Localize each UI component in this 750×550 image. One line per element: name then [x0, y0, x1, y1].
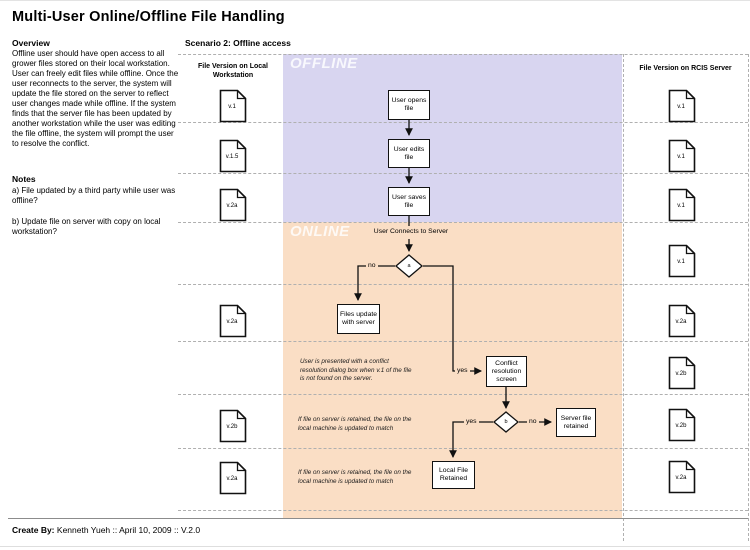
row-divider	[178, 284, 748, 285]
local-file-icon: v.2a	[219, 461, 247, 495]
row-divider	[178, 54, 748, 55]
node-local-file-retained: Local File Retained	[432, 461, 475, 489]
node-user-edits-file: User edits file	[388, 139, 430, 168]
document-icon	[219, 461, 247, 495]
server-file-icon: v.1	[668, 89, 696, 123]
document-icon	[668, 408, 696, 442]
page-title: Multi-User Online/Offline File Handling	[12, 9, 285, 25]
local-file-icon: v.1	[219, 89, 247, 123]
server-column-header: File Version on RCIS Server	[639, 65, 732, 72]
node-conflict-resolution-screen: Conflict resolution screen	[486, 356, 527, 387]
row-divider	[178, 122, 748, 123]
document-icon	[668, 304, 696, 338]
notes-heading: Notes	[12, 174, 36, 184]
label-b-no: no	[527, 418, 539, 425]
local-file-icon: v.1.5	[219, 139, 247, 173]
annotation-conflict-dialog: User is presented with a conflict resolu…	[300, 358, 412, 382]
local-column-header: File Version on Local Workstation	[197, 63, 269, 79]
server-column-border-left	[623, 54, 624, 541]
node-user-saves-file: User saves file	[388, 187, 430, 216]
server-file-icon: v.2b	[668, 356, 696, 390]
server-file-icon: v.1	[668, 188, 696, 222]
document-icon	[219, 409, 247, 443]
local-file-icon: v.2a	[219, 188, 247, 222]
document-icon	[668, 188, 696, 222]
row-divider	[178, 341, 748, 342]
label-user-connects-to-server: User Connects to Server	[359, 228, 463, 235]
server-file-icon: v.2a	[668, 460, 696, 494]
node-files-update-with-server: Files update with server	[337, 304, 380, 334]
decision-a-letter: a	[407, 263, 411, 269]
document-icon	[668, 356, 696, 390]
offline-zone-label: OFFLINE	[290, 55, 358, 72]
row-divider	[178, 173, 748, 174]
server-column-border-right	[748, 54, 749, 541]
offline-zone: OFFLINE	[283, 54, 622, 222]
footer-credit-label: Create By:	[12, 525, 55, 535]
label-a-yes: yes	[455, 367, 470, 374]
scenario-heading: Scenario 2: Offline access	[185, 38, 291, 48]
document-icon	[219, 188, 247, 222]
overview-body: Offline user should have open access to …	[12, 49, 179, 148]
document-icon	[668, 460, 696, 494]
page-bottom-edge	[0, 546, 750, 547]
decision-b-diamond	[492, 411, 520, 433]
local-file-icon: v.2b	[219, 409, 247, 443]
document-icon	[219, 89, 247, 123]
footer-credit: Create By: Kenneth Yueh :: April 10, 200…	[12, 525, 200, 535]
document-icon	[668, 139, 696, 173]
annotation-server-retained: If file on server is retained, the file …	[298, 416, 412, 432]
document-icon	[219, 304, 247, 338]
row-divider	[178, 448, 748, 449]
online-zone-label: ONLINE	[290, 223, 350, 240]
row-divider-offline-online	[178, 222, 748, 223]
server-file-icon: v.1	[668, 139, 696, 173]
decision-b-letter: b	[504, 419, 508, 425]
local-file-icon: v.2a	[219, 304, 247, 338]
overview-heading: Overview	[12, 38, 50, 48]
footer-credit-text: Kenneth Yueh :: April 10, 2009 :: V.2.0	[56, 525, 201, 535]
label-a-no: no	[366, 262, 378, 269]
note-a: a) File updated by a third party while u…	[12, 186, 176, 205]
decision-a-diamond	[394, 254, 424, 278]
node-user-opens-file: User opens file	[388, 90, 430, 120]
label-b-yes: yes	[464, 418, 479, 425]
document-icon	[219, 139, 247, 173]
footer-divider	[8, 518, 748, 519]
document-icon	[668, 244, 696, 278]
server-file-icon: v.2a	[668, 304, 696, 338]
annotation-local-retained: If file on server is retained, the file …	[298, 469, 412, 485]
node-server-file-retained: Server file retained	[556, 408, 596, 437]
server-file-icon: v.1	[668, 244, 696, 278]
note-b: b) Update file on server with copy on lo…	[12, 217, 161, 236]
row-divider	[178, 394, 748, 395]
document-icon	[668, 89, 696, 123]
row-divider	[178, 510, 748, 511]
overview-section: Overview Offline user should have open a…	[12, 38, 180, 149]
notes-section: Notes a) File updated by a third party w…	[12, 174, 184, 237]
server-file-icon: v.2b	[668, 408, 696, 442]
